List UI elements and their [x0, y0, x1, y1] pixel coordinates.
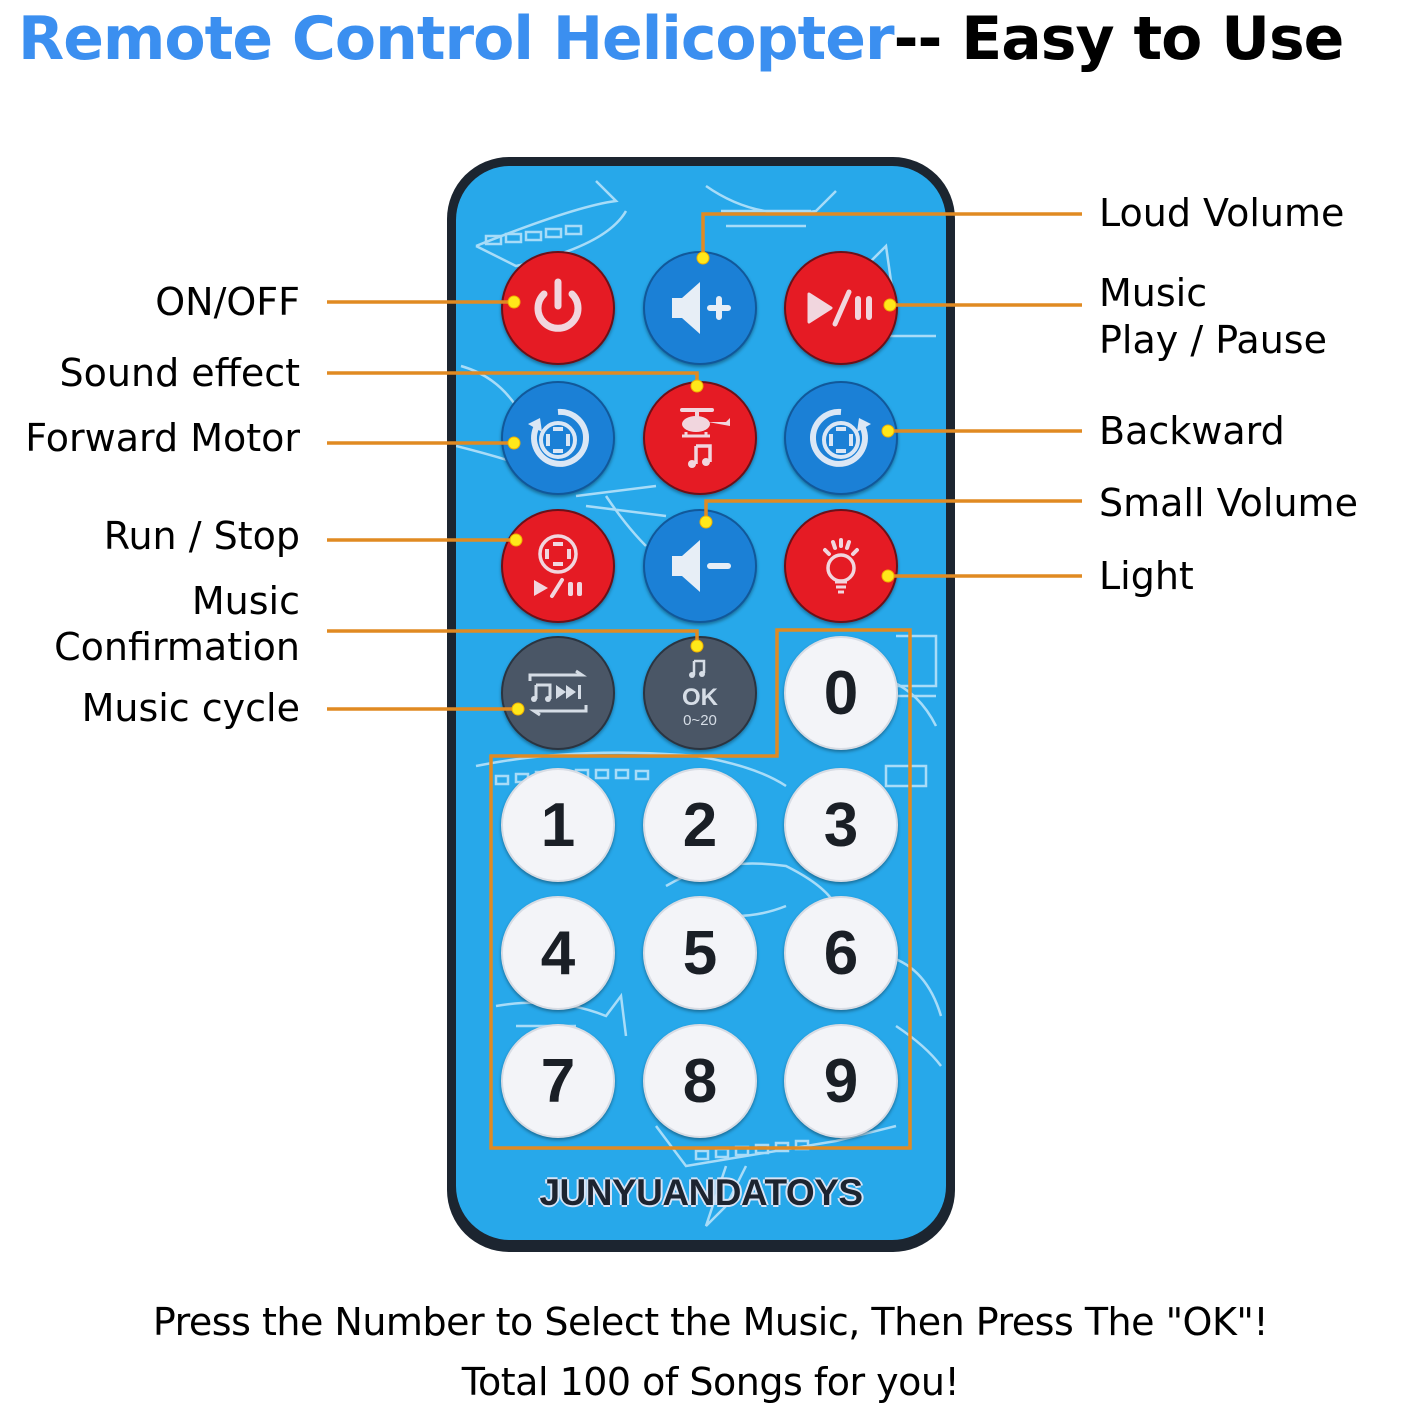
number-key-6[interactable]: 6: [784, 896, 898, 1010]
label-on-off: ON/OFF: [155, 280, 300, 324]
label-small-volume: Small Volume: [1099, 481, 1358, 525]
music-ok-icon: OK 0~20: [682, 659, 719, 729]
number-key-label: 9: [823, 1046, 859, 1116]
page-title: Remote Control Helicopter-- Easy to Use: [18, 4, 1345, 74]
play-pause-icon: [807, 289, 872, 327]
volume-up-button[interactable]: [643, 251, 757, 365]
number-key-2[interactable]: 2: [643, 768, 757, 882]
label-loud-volume: Loud Volume: [1099, 191, 1345, 235]
label-music-cycle: Music cycle: [81, 686, 300, 730]
label-forward-motor: Forward Motor: [25, 416, 300, 460]
number-key-3[interactable]: 3: [784, 768, 898, 882]
lightbulb-icon: [823, 538, 859, 594]
number-key-0[interactable]: 0: [784, 636, 898, 750]
remote-control: OK 0~20 0 1 2 3 4 5 6 7 8 9 JUNYUANDATOY…: [447, 157, 955, 1252]
number-key-7[interactable]: 7: [501, 1024, 615, 1138]
number-key-1[interactable]: 1: [501, 768, 615, 882]
number-key-8[interactable]: 8: [643, 1024, 757, 1138]
motor-play-pause-icon: [534, 534, 582, 598]
number-key-4[interactable]: 4: [501, 896, 615, 1010]
ok-button[interactable]: OK 0~20: [643, 636, 757, 750]
run-stop-button[interactable]: [501, 509, 615, 623]
label-run-stop: Run / Stop: [103, 514, 300, 558]
rotate-ccw-motor-icon: [528, 408, 590, 467]
volume-down-icon: [672, 540, 731, 592]
music-cycle-button[interactable]: [501, 636, 615, 750]
number-key-5[interactable]: 5: [643, 896, 757, 1010]
number-key-label: 6: [823, 918, 859, 988]
title-product: Remote Control Helicopter: [18, 4, 895, 74]
label-music-confirmation-line2: Confirmation: [54, 625, 300, 669]
number-key-label: 0: [823, 658, 859, 728]
brand-logo: JUNYUANDATOYS: [539, 1172, 863, 1213]
label-backward: Backward: [1099, 409, 1285, 453]
label-music-confirmation-line1: Music: [191, 579, 300, 623]
light-button[interactable]: [784, 509, 898, 623]
number-key-label: 8: [682, 1046, 718, 1116]
helicopter-music-icon: [680, 408, 730, 468]
svg-text:OK: OK: [682, 684, 719, 711]
label-light: Light: [1099, 554, 1194, 598]
music-play-pause-button[interactable]: [784, 251, 898, 365]
footer-instruction: Press the Number to Select the Music, Th…: [152, 1300, 1269, 1344]
number-key-label: 5: [682, 918, 718, 988]
number-key-label: 3: [823, 790, 859, 860]
number-key-9[interactable]: 9: [784, 1024, 898, 1138]
number-key-label: 1: [540, 790, 576, 860]
sound-effect-button[interactable]: [643, 381, 757, 495]
footer-song-count: Total 100 of Songs for you!: [461, 1360, 960, 1404]
title-tagline: -- Easy to Use: [893, 4, 1345, 74]
power-button[interactable]: [501, 251, 615, 365]
remote-face: OK 0~20 0 1 2 3 4 5 6 7 8 9 JUNYUANDATOY…: [456, 166, 946, 1240]
label-music-play-pause-line2: Play / Pause: [1099, 318, 1327, 362]
volume-down-button[interactable]: [643, 509, 757, 623]
number-key-label: 2: [682, 790, 718, 860]
label-music-play-pause-line1: Music: [1099, 271, 1208, 315]
number-key-label: 7: [540, 1046, 576, 1116]
label-sound-effect: Sound effect: [59, 351, 300, 395]
rotate-cw-motor-icon: [809, 408, 871, 467]
music-cycle-icon: [528, 669, 588, 717]
svg-text:0~20: 0~20: [683, 712, 717, 729]
power-icon: [534, 278, 582, 332]
number-key-label: 4: [540, 918, 576, 988]
volume-up-icon: [672, 282, 731, 334]
backward-motor-button[interactable]: [784, 381, 898, 495]
forward-motor-button[interactable]: [501, 381, 615, 495]
